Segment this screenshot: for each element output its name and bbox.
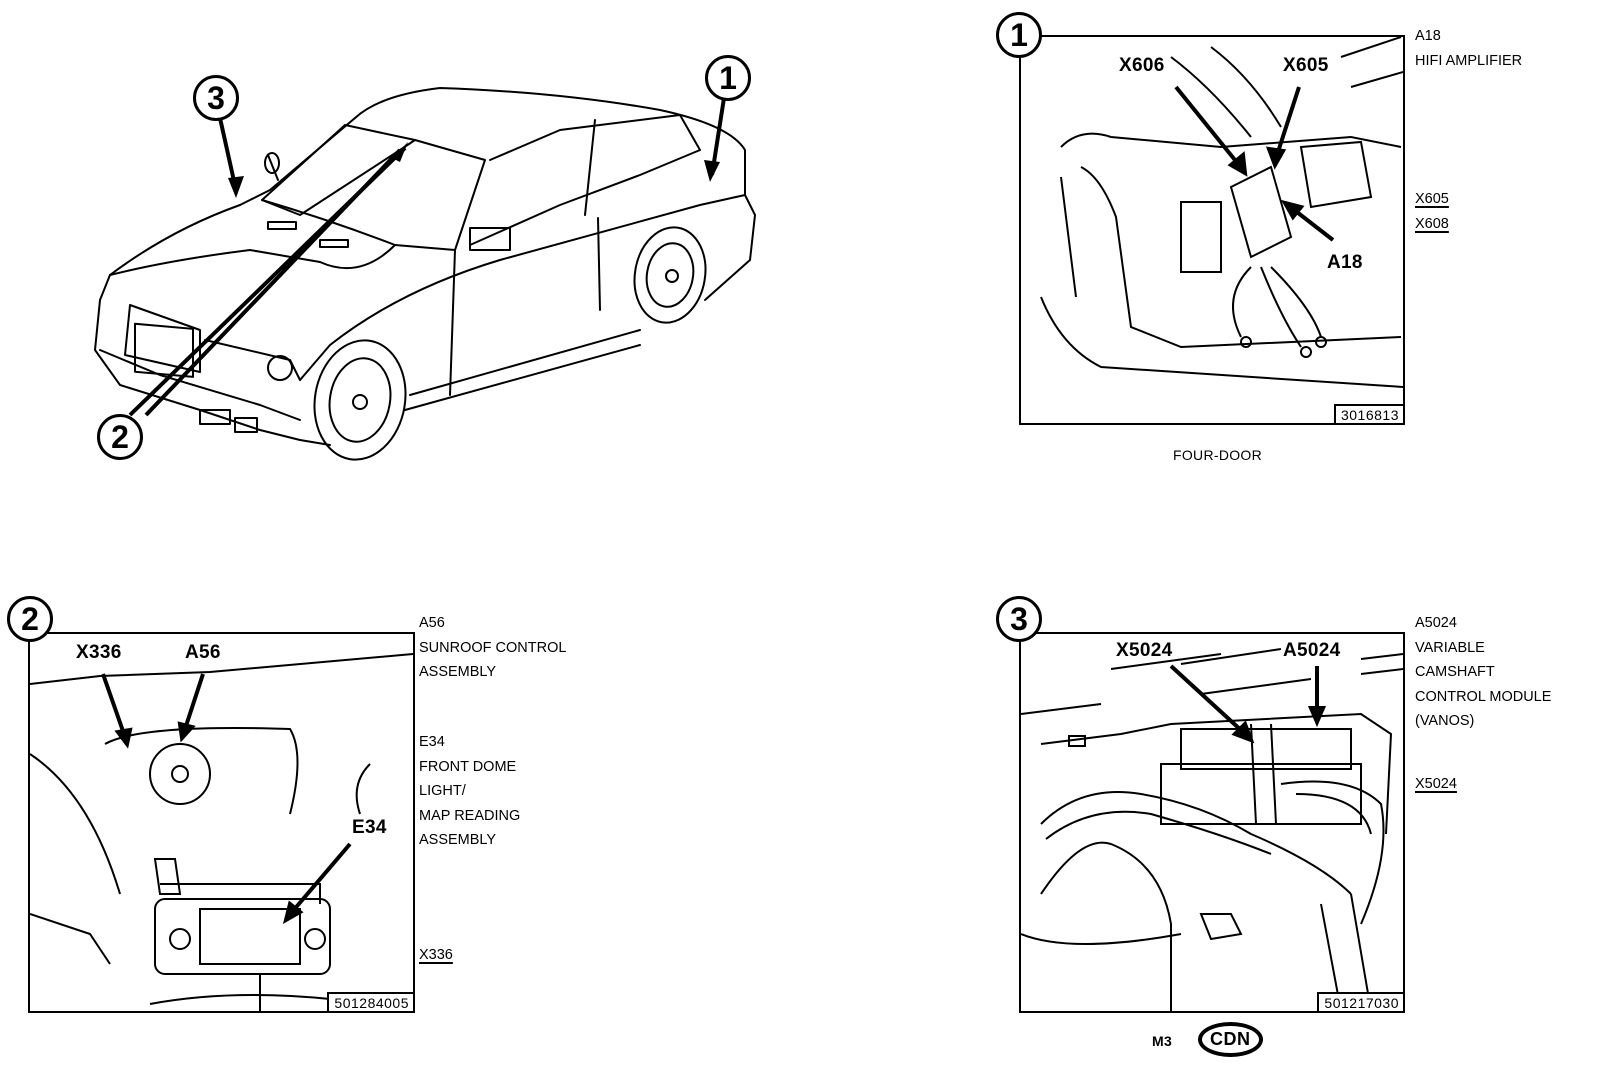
component-code: A56 <box>419 615 445 631</box>
connector-x5024-link[interactable]: X5024 <box>1415 776 1457 792</box>
component-name-line: VARIABLE <box>1415 639 1485 656</box>
overview-callout-2: 2 <box>97 414 143 460</box>
label-a5024: A5024 <box>1283 640 1341 661</box>
component-code: E34 <box>419 734 445 750</box>
panel-3-legend: A5024 VARIABLE CAMSHAFT CONTROL MODULE (… <box>1415 611 1551 734</box>
component-name-line: FRONT DOME <box>419 758 517 775</box>
overview-callout-1: 1 <box>705 55 751 101</box>
component-name-line: LIGHT/ <box>419 783 466 799</box>
panel-2-callout: 2 <box>7 596 53 642</box>
connector-x605-link[interactable]: X605 <box>1415 191 1449 207</box>
panel-2-headliner-view: X336 A56 E34 501284005 <box>28 632 415 1013</box>
overview-callout-3: 3 <box>193 75 239 121</box>
component-name: HIFI AMPLIFIER <box>1415 52 1523 69</box>
trunk-illustration <box>1040 37 1403 388</box>
panel-1-legend: A18 HIFI AMPLIFIER <box>1415 24 1522 73</box>
market-badge: CDN <box>1198 1022 1263 1057</box>
label-a18: A18 <box>1327 252 1363 273</box>
panel-1-caption: FOUR-DOOR <box>1173 447 1263 463</box>
label-x5024: X5024 <box>1116 640 1173 661</box>
label-x605: X605 <box>1283 55 1329 76</box>
panel-2-legend-e34: E34 FRONT DOME LIGHT/ MAP READING ASSEMB… <box>419 730 520 853</box>
figure-reference-number: 501217030 <box>1317 992 1403 1011</box>
connector-x608-link[interactable]: X608 <box>1415 215 1449 232</box>
panel-3-callout: 3 <box>996 596 1042 642</box>
label-a56: A56 <box>185 642 221 663</box>
component-name-line: SUNROOF CONTROL <box>419 639 567 656</box>
component-name-line: CAMSHAFT <box>1415 664 1495 680</box>
component-name-line: MAP READING <box>419 807 521 824</box>
label-x606: X606 <box>1119 55 1165 76</box>
dome-light-illustration <box>30 653 413 1011</box>
panel-1-connectors: X605 X608 <box>1415 187 1449 236</box>
label-e34: E34 <box>352 817 387 838</box>
panel-3-connectors: X5024 <box>1415 772 1457 797</box>
panel-3-engine-bay-view: X5024 A5024 501217030 <box>1019 632 1405 1013</box>
car-overview-illustration <box>94 87 756 461</box>
model-label: M3 <box>1152 1033 1173 1049</box>
panel-1-callout: 1 <box>996 12 1042 58</box>
figure-reference-number: 501284005 <box>327 992 413 1011</box>
component-code: A18 <box>1415 28 1441 44</box>
panel-2-connectors: X336 <box>419 943 453 968</box>
engine-bay-illustration <box>1021 648 1403 1011</box>
panel-1-trunk-view: X606 X605 A18 3016813 <box>1019 35 1405 425</box>
component-name-line: ASSEMBLY <box>419 664 497 680</box>
panel-2-legend-a56: A56 SUNROOF CONTROL ASSEMBLY <box>419 611 566 685</box>
component-name-line: CONTROL MODULE <box>1415 688 1552 705</box>
connector-x336-link[interactable]: X336 <box>419 947 453 963</box>
label-x336: X336 <box>76 642 122 663</box>
component-code: A5024 <box>1415 615 1457 631</box>
component-name-line: (VANOS) <box>1415 713 1475 729</box>
figure-reference-number: 3016813 <box>1333 404 1403 423</box>
component-name-line: ASSEMBLY <box>419 832 497 848</box>
